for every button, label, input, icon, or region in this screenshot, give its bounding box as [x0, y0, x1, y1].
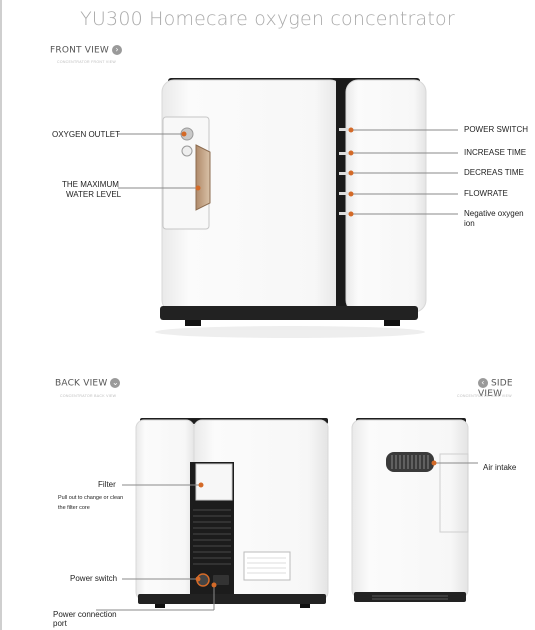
side-handle-recess: [439, 453, 469, 533]
front-shadow: [155, 326, 425, 338]
chevron-down-icon: ⌄: [110, 378, 121, 388]
label-filter-note-1: Pull out to change or clean: [58, 495, 124, 501]
side-base: [354, 592, 466, 602]
chevron-left-icon: ‹: [478, 378, 488, 388]
front-unit: [155, 78, 427, 338]
back-view-title: BACK VIEW: [55, 378, 108, 389]
label-decrease-time: DECREAS TIME: [464, 168, 524, 177]
back-vent: [193, 509, 231, 565]
back-view-heading: BACK VIEW⌄: [55, 378, 121, 389]
side-leaders: [431, 460, 478, 466]
water-bottle-window: [195, 144, 211, 211]
label-increase-time: INCREASE TIME: [464, 148, 527, 157]
label-flowrate: FLOWRATE: [464, 189, 508, 198]
front-view-subheading: CONCENTRATOR FRONT VIEW: [57, 60, 117, 64]
label-filter-note-2: the filter core: [58, 505, 90, 511]
front-view-title: FRONT VIEW: [50, 45, 110, 56]
btn-increase: [339, 152, 349, 155]
front-right-panel: [345, 79, 427, 313]
front-foot-right: [384, 320, 400, 326]
spec-label: [243, 551, 291, 581]
back-leaders: [96, 482, 217, 611]
side-view-heading: ‹SIDE VIEW: [478, 378, 535, 399]
page-title: YU300 Homecare oxygen concentrator: [80, 8, 455, 30]
label-oxygen-outlet: OXYGEN OUTLET: [52, 130, 121, 139]
side-view-subheading: CONCENTRATOR SIDE VIEW: [457, 394, 512, 398]
back-unit: [135, 418, 329, 608]
filter-cover: [195, 463, 233, 501]
outlet-symbol: [181, 145, 193, 157]
chevron-right-icon: ›: [112, 45, 123, 55]
label-negative-oxygen-ion: Negative oxygen ion: [464, 209, 524, 228]
front-leaders: [118, 127, 458, 217]
btn-ion: [339, 212, 349, 215]
front-base: [160, 306, 418, 320]
air-intake-grille: [386, 452, 434, 472]
side-panel: [351, 419, 469, 599]
label-filter: Filter: [98, 480, 116, 489]
page-left-border: [0, 0, 2, 630]
label-air-intake: Air intake: [483, 463, 517, 472]
control-buttons: [339, 128, 349, 215]
label-max-water-level-2: WATER LEVEL: [66, 190, 122, 199]
label-power-switch: POWER SWITCH: [464, 125, 528, 134]
label-power-connection-1: Power connection: [53, 610, 117, 619]
label-power-connection-2: port: [53, 619, 67, 628]
side-unit: [351, 418, 469, 602]
label-max-water-level-1: THE MAXIMUM: [62, 180, 119, 189]
back-left-panel: [135, 419, 195, 601]
label-power-switch-back: Power switch: [70, 574, 118, 583]
btn-flowrate: [339, 192, 349, 195]
front-view-heading: FRONT VIEW›: [50, 45, 123, 56]
air-intake-slots: [391, 455, 429, 469]
btn-decrease: [339, 172, 349, 175]
power-port: [213, 575, 229, 585]
btn-power: [339, 128, 349, 131]
front-foot-left: [185, 320, 201, 326]
back-base: [138, 594, 326, 604]
side-view-title: SIDE VIEW: [478, 378, 513, 399]
back-view-subheading: CONCENTRATOR BACK VIEW: [60, 394, 117, 398]
